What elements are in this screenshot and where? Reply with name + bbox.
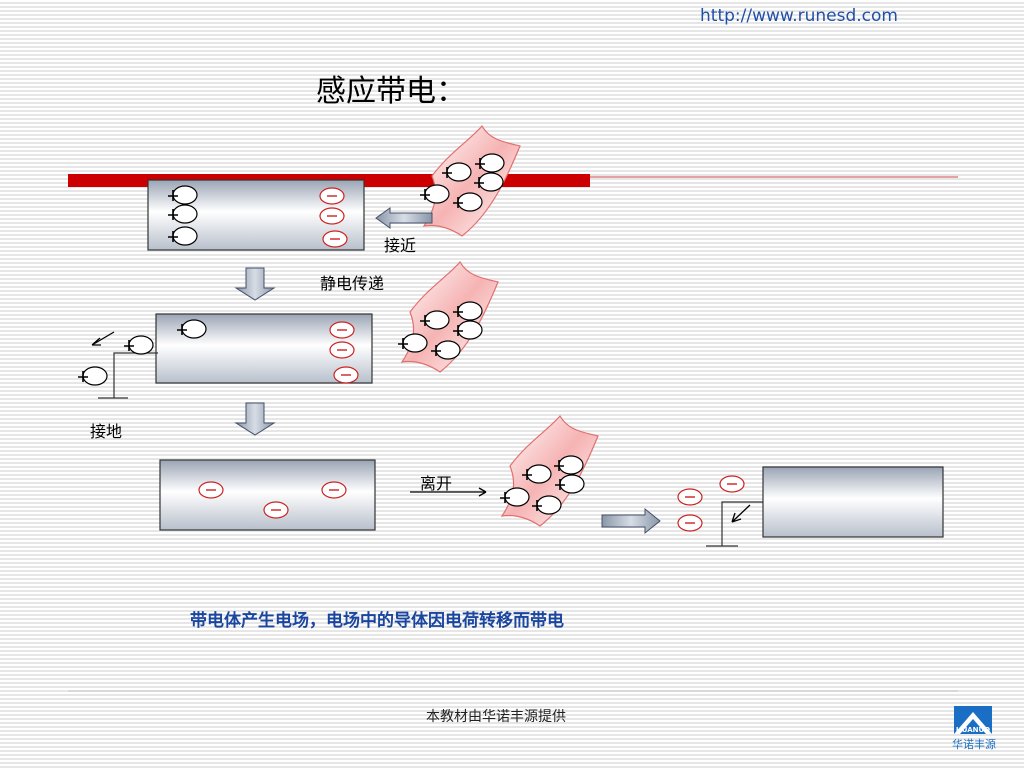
huanuo-logo-icon: HUANUO (954, 706, 992, 734)
plate-stage-4 (762, 466, 944, 538)
right-arrow-icon (410, 487, 487, 497)
down-arrow-icon (234, 267, 276, 301)
right-arrow-icon (601, 507, 661, 535)
charges-ground-2 (77, 335, 154, 386)
charges-stage-4 (677, 475, 745, 532)
caption: 带电体产生电场，电场中的导体因电荷转移而带电 (190, 611, 564, 631)
header-url[interactable]: http://www.runesd.com (700, 6, 898, 26)
logo-brand: HUANUO (956, 726, 990, 734)
arrow-away-icon (91, 331, 115, 346)
arrow-in-icon (731, 504, 751, 523)
logo-text: 华诺丰源 (952, 738, 996, 751)
footer-provider: 本教材由华诺丰源提供 (426, 709, 566, 725)
down-arrow-icon (234, 402, 276, 436)
label-transfer: 静电传递 (320, 274, 385, 293)
ground-icon (706, 501, 763, 547)
footer-divider (68, 690, 958, 692)
left-arrow-icon (375, 207, 433, 229)
page-title: 感应带电： (316, 74, 466, 109)
label-leave: 离开 (420, 474, 453, 493)
label-ground: 接地 (90, 422, 123, 441)
label-approach: 接近 (384, 236, 417, 255)
